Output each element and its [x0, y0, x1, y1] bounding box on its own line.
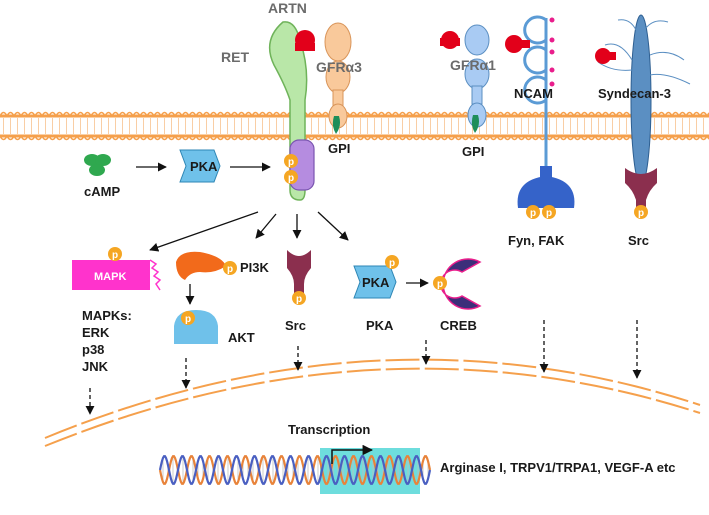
pi3k-phospho: p	[223, 261, 237, 275]
src-mid-label: Src	[285, 318, 306, 333]
nuclear-envelope	[44, 358, 701, 447]
svg-text:p: p	[296, 294, 302, 305]
artn-label: ARTN	[268, 0, 307, 16]
ret-phospho-2: p	[284, 170, 298, 184]
syndecan3-label: Syndecan-3	[598, 86, 671, 101]
ncam-label: NCAM	[514, 86, 553, 101]
fyn-phospho-1: p	[526, 205, 540, 219]
artn-ligand	[295, 30, 315, 51]
fyn-fak-kinase	[517, 166, 575, 208]
src-mid-phospho: p	[292, 291, 306, 305]
dashed-arrows	[85, 320, 642, 415]
gfra1-coreceptor	[464, 24, 490, 133]
akt-kinase	[174, 310, 218, 344]
svg-text:p: p	[437, 279, 443, 290]
syndecan3-ligand	[595, 48, 616, 64]
dna-gene-highlight	[320, 448, 420, 494]
ret-phospho-1: p	[284, 154, 298, 168]
src-right-phospho: p	[634, 205, 648, 219]
ncam-ligand	[505, 35, 530, 53]
pka-mid-box-label: PKA	[362, 275, 390, 290]
ncam-receptor	[523, 15, 555, 168]
src-kinase-right	[625, 168, 657, 210]
arrow-ret-mapk	[149, 211, 259, 252]
arrow-ret-pka	[317, 211, 349, 241]
gfra3-coreceptor	[324, 22, 352, 134]
mapk-p38: p38	[82, 342, 104, 357]
pi3k-label: PI3K	[240, 260, 270, 275]
transcription-start-arrow	[331, 444, 374, 464]
gfra1-ligand	[440, 31, 460, 49]
mapk-kinase	[72, 259, 162, 291]
creb-factor	[440, 258, 482, 310]
camp-label: cAMP	[84, 184, 120, 199]
pka-mid-phospho: p	[385, 255, 399, 269]
svg-text:p: p	[185, 314, 191, 325]
gpi-label-left: GPI	[328, 141, 350, 156]
arrows	[136, 162, 429, 305]
camp-molecules	[84, 154, 111, 176]
src-kinase-mid	[287, 250, 311, 294]
target-genes-label: Arginase I, TRPV1/TRPA1, VEGF-A etc	[440, 460, 676, 475]
arrow-ret-pi3k	[255, 213, 277, 239]
src-right-label: Src	[628, 233, 649, 248]
mapks-title: MAPKs:	[82, 308, 132, 323]
mapk-label: MAPK	[94, 271, 126, 283]
plasma-membrane	[0, 111, 709, 141]
transcription-label: Transcription	[288, 422, 370, 437]
pka-top-label: PKA	[190, 159, 218, 174]
svg-text:p: p	[288, 157, 294, 168]
fyn-phospho-2: p	[542, 205, 556, 219]
svg-text:p: p	[112, 250, 118, 261]
mapk-erk: ERK	[82, 325, 110, 340]
gfra3-label: GFRα3	[316, 59, 362, 75]
fyn-fak-label: Fyn, FAK	[508, 233, 565, 248]
svg-text:p: p	[288, 173, 294, 184]
pi3k-kinase	[176, 251, 226, 280]
creb-label: CREB	[440, 318, 477, 333]
svg-text:p: p	[546, 208, 552, 219]
pka-top	[179, 149, 221, 183]
creb-phospho: p	[433, 276, 447, 290]
mapk-phospho: p	[108, 247, 122, 261]
pka-mid-label: PKA	[366, 318, 394, 333]
dna-strand	[158, 448, 432, 494]
gfra1-label: GFRα1	[450, 57, 496, 73]
ret-label: RET	[221, 49, 249, 65]
svg-text:p: p	[389, 258, 395, 269]
svg-text:p: p	[227, 264, 233, 275]
akt-label: AKT	[228, 330, 255, 345]
gpi-label-right: GPI	[462, 144, 484, 159]
svg-text:p: p	[638, 208, 644, 219]
svg-text:p: p	[530, 208, 536, 219]
akt-phospho: p	[181, 311, 195, 325]
mapk-jnk: JNK	[82, 359, 109, 374]
